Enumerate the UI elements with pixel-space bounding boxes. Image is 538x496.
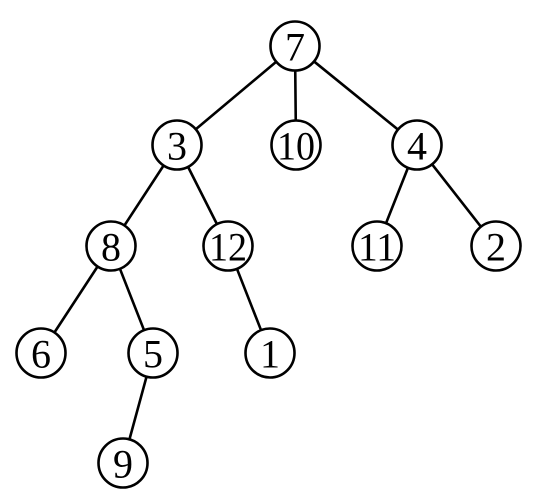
tree-node-3: 3 bbox=[151, 119, 203, 171]
node-circle bbox=[97, 437, 149, 489]
edge-n4-n2 bbox=[430, 162, 483, 229]
node-circle bbox=[244, 327, 296, 379]
node-label: 2 bbox=[486, 225, 506, 270]
node-circle bbox=[269, 20, 321, 72]
node-circle bbox=[15, 327, 67, 379]
edge-n8-n6 bbox=[53, 265, 99, 334]
edge-n5-n9 bbox=[128, 375, 148, 441]
tree-node-1: 1 bbox=[244, 327, 296, 379]
node-label: 7 bbox=[285, 25, 305, 70]
edge-n7-n3 bbox=[194, 60, 278, 131]
tree-node-4: 4 bbox=[391, 119, 443, 171]
edge-n7-n4 bbox=[312, 60, 400, 131]
tree-nodes: 7 3 10 4 8 12 11 2 6 5 1 9 bbox=[15, 20, 522, 489]
tree-node-6: 6 bbox=[15, 327, 67, 379]
node-label: 5 bbox=[143, 332, 163, 377]
node-label: 6 bbox=[31, 332, 51, 377]
node-circle bbox=[270, 119, 322, 171]
tree-edges bbox=[53, 60, 483, 441]
node-label: 9 bbox=[113, 442, 133, 487]
tree-node-5: 5 bbox=[127, 327, 179, 379]
tree-node-10: 10 bbox=[270, 119, 322, 171]
edge-n3-n8 bbox=[123, 164, 165, 227]
tree-node-12: 12 bbox=[202, 220, 254, 272]
edge-n12-n1 bbox=[235, 267, 263, 332]
tree-node-9: 9 bbox=[97, 437, 149, 489]
tree-node-7: 7 bbox=[269, 20, 321, 72]
edge-n3-n12 bbox=[186, 165, 219, 226]
node-circle bbox=[391, 119, 443, 171]
node-circle bbox=[470, 220, 522, 272]
tree-node-8: 8 bbox=[85, 220, 137, 272]
node-label: 12 bbox=[209, 225, 247, 270]
tree-node-2: 2 bbox=[470, 220, 522, 272]
node-circle bbox=[351, 220, 403, 272]
node-label: 10 bbox=[277, 124, 315, 169]
node-label: 1 bbox=[260, 332, 280, 377]
edge-n4-n11 bbox=[384, 166, 410, 225]
node-label: 11 bbox=[358, 225, 396, 270]
node-label: 4 bbox=[407, 124, 427, 169]
node-label: 3 bbox=[167, 124, 187, 169]
node-circle bbox=[202, 220, 254, 272]
node-circle bbox=[151, 119, 203, 171]
edge-n7-n10 bbox=[293, 69, 298, 122]
node-label: 8 bbox=[101, 225, 121, 270]
node-circle bbox=[127, 327, 179, 379]
edge-n8-n5 bbox=[118, 267, 146, 332]
node-circle bbox=[85, 220, 137, 272]
tree-node-11: 11 bbox=[351, 220, 403, 272]
